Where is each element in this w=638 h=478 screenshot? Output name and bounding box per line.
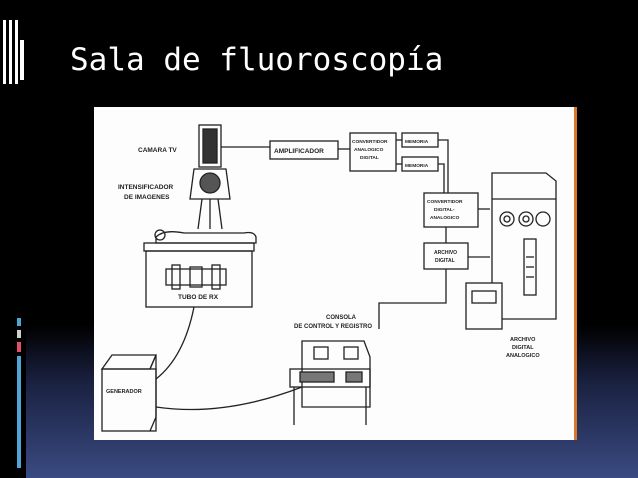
left-decoration — [0, 0, 26, 478]
label-memoria: MEMORIA — [405, 139, 429, 145]
intensifier-lens — [199, 172, 221, 194]
cabinet-panel — [523, 238, 537, 296]
console-desk — [289, 368, 371, 388]
fluoroscopy-diagram: CAMARA TV INTENSIFICADOR DE IMAGENES TUB… — [94, 107, 577, 440]
cable — [155, 386, 303, 411]
tape-reel — [535, 211, 551, 227]
deco-bar — [17, 356, 21, 468]
label-tubo-rx: TUBO DE RX — [178, 294, 219, 301]
label-camara-tv: CAMARA TV — [138, 147, 177, 154]
label-archivo-digital: DIGITAL — [435, 258, 455, 264]
amplificador-box — [269, 140, 339, 160]
deco-bar — [17, 330, 21, 338]
label-archivo-da: ANALOGICO — [506, 353, 540, 359]
label-archivo-da: DIGITAL — [512, 345, 534, 351]
intensifier-body — [189, 168, 231, 200]
label-conv-ad: CONVERTIDOR — [352, 139, 388, 145]
console-monitor — [313, 346, 329, 360]
xray-tube-part — [171, 264, 181, 290]
table-top — [143, 242, 255, 252]
generator-body — [101, 368, 157, 432]
deco-bar — [20, 40, 24, 80]
label-conv-da: ANALOGICO — [430, 215, 460, 221]
xray-tube — [165, 268, 227, 286]
label-intensificador: INTENSIFICADOR — [118, 184, 174, 191]
diagram-svg: CAMARA TV INTENSIFICADOR DE IMAGENES TUB… — [100, 124, 557, 432]
label-conv-da: DIGITAL- — [434, 207, 455, 213]
conv-da-box — [423, 192, 479, 228]
tape-reel-hub — [503, 215, 511, 223]
tv-camera-body — [198, 124, 222, 168]
deco-bar — [17, 318, 21, 326]
deco-bar — [17, 342, 21, 352]
deco-bar — [9, 20, 12, 84]
tape-reel — [499, 211, 515, 227]
label-memoria: MEMORIA — [405, 163, 429, 169]
generator-side — [149, 354, 157, 432]
label-intensificador: DE IMAGENES — [124, 194, 170, 201]
xray-tube-part — [211, 264, 221, 290]
patient — [155, 231, 257, 244]
label-amplificador: AMPLIFICADOR — [274, 148, 324, 155]
label-consola: CONSOLA — [326, 315, 357, 321]
label-archivo-da: ARCHIVO — [510, 337, 536, 343]
label-conv-da: CONVERTIDOR — [427, 199, 463, 205]
conv-ad-box — [349, 132, 397, 172]
archivo-digital-box — [423, 242, 469, 270]
console-keyboard — [345, 371, 363, 383]
generator-top — [100, 354, 157, 370]
cable — [155, 306, 195, 380]
patient-head — [154, 229, 166, 241]
label-generador: GENERADOR — [106, 389, 142, 395]
connector — [438, 139, 449, 193]
label-consola: DE CONTROL Y REGISTRO — [294, 324, 372, 330]
deco-bar — [15, 20, 18, 84]
console-monitor — [343, 346, 359, 360]
slide-title: Sala de fluoroscopía — [70, 42, 444, 78]
connector — [438, 163, 445, 193]
label-conv-ad: ANALOGICO — [354, 147, 384, 153]
beam-line — [217, 198, 223, 230]
connector — [378, 269, 447, 329]
xray-tube-part — [189, 266, 203, 288]
deco-bar — [3, 20, 6, 84]
archive-device-slot — [471, 290, 497, 304]
tv-camera-screen — [202, 128, 218, 164]
tape-reel — [518, 211, 534, 227]
label-archivo-digital: ARCHIVO — [434, 250, 457, 256]
archive-device — [465, 282, 503, 330]
tape-reel-hub — [522, 215, 530, 223]
table-base — [145, 250, 253, 308]
console-keyboard — [299, 371, 335, 383]
beam-line — [197, 198, 203, 230]
label-conv-ad: DIGITAL — [360, 155, 379, 161]
